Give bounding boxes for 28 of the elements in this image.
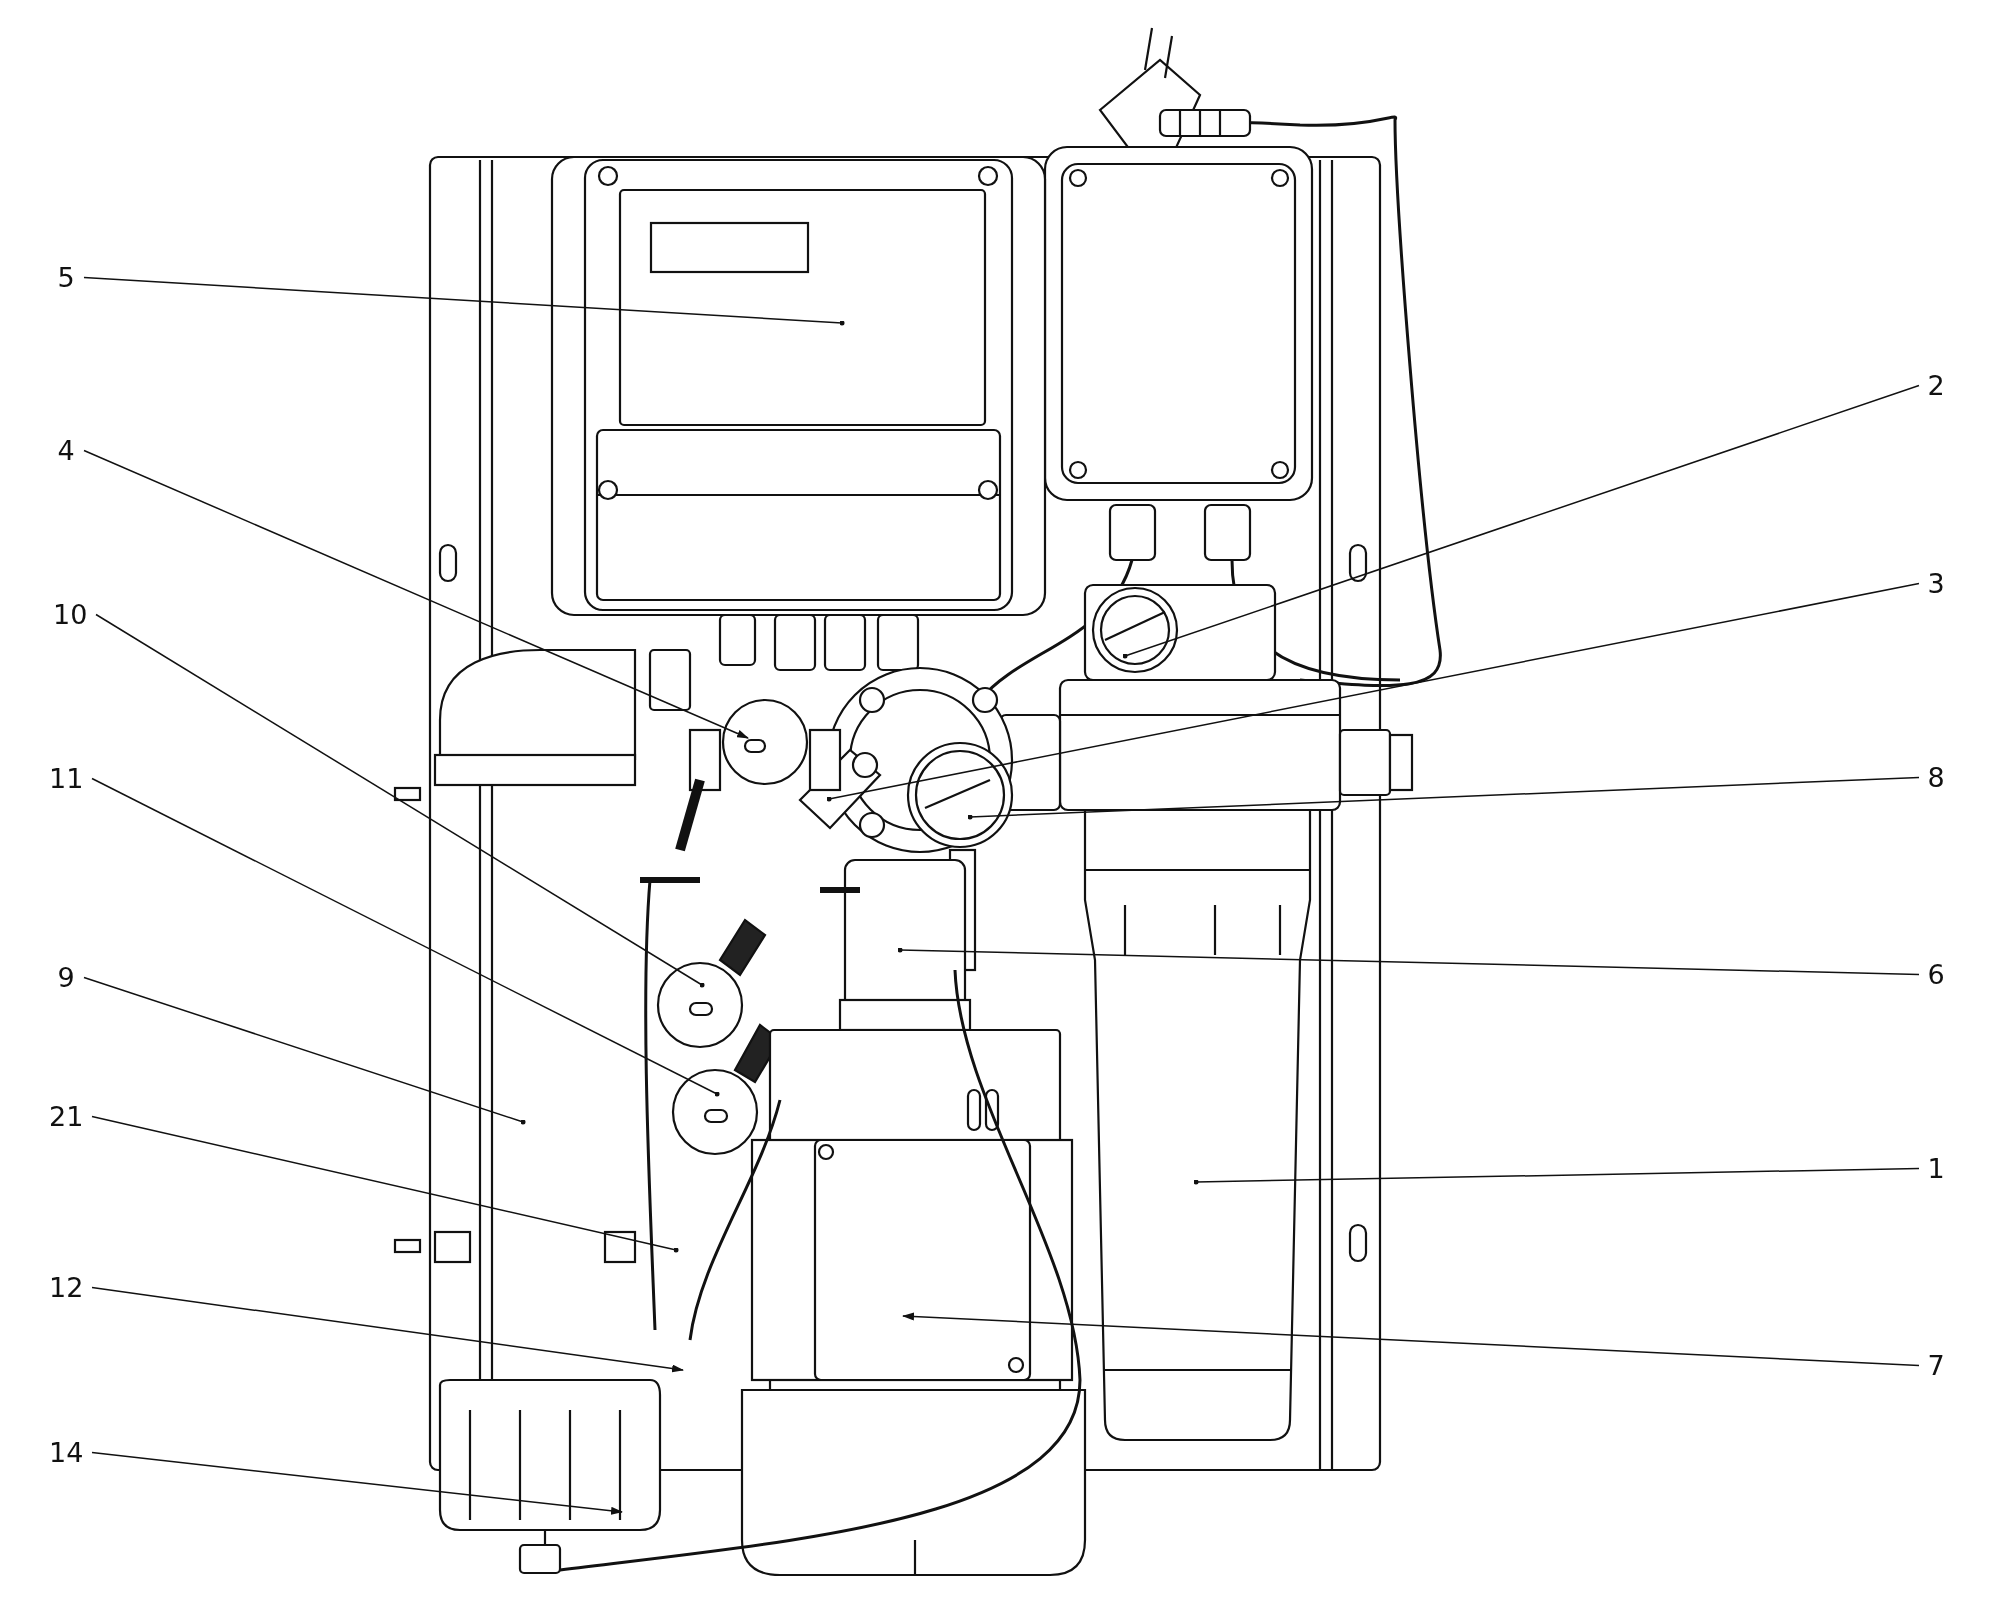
leader-line bbox=[91, 777, 720, 1097]
callout-number: 8 bbox=[1924, 761, 1948, 793]
callout-number: 14 bbox=[46, 1436, 87, 1468]
leader-line bbox=[967, 776, 1920, 820]
leader-line bbox=[826, 582, 1920, 802]
callout-number: 5 bbox=[54, 261, 78, 293]
callout-number: 1 bbox=[1924, 1152, 1948, 1184]
callout-number: 11 bbox=[46, 762, 87, 794]
callout-number: 2 bbox=[1924, 369, 1948, 401]
leader-line bbox=[902, 1312, 1920, 1367]
leader-line bbox=[91, 1451, 623, 1515]
leader-line bbox=[83, 976, 526, 1125]
callout-number: 21 bbox=[46, 1100, 87, 1132]
leader-line bbox=[95, 613, 705, 988]
leader-line bbox=[897, 947, 1920, 976]
leader-line bbox=[1193, 1167, 1920, 1185]
callout-number: 12 bbox=[46, 1271, 87, 1303]
callout-number: 3 bbox=[1924, 567, 1948, 599]
leader-line bbox=[83, 449, 749, 739]
leader-line bbox=[1122, 384, 1920, 659]
callout-number: 6 bbox=[1924, 958, 1948, 990]
callout-number: 7 bbox=[1924, 1349, 1948, 1381]
callout-number: 9 bbox=[54, 961, 78, 993]
leader-line bbox=[83, 276, 845, 326]
leader-line bbox=[91, 1286, 684, 1373]
callout-number: 10 bbox=[50, 598, 91, 630]
callout-number: 4 bbox=[54, 434, 78, 466]
leader-line bbox=[91, 1115, 679, 1253]
